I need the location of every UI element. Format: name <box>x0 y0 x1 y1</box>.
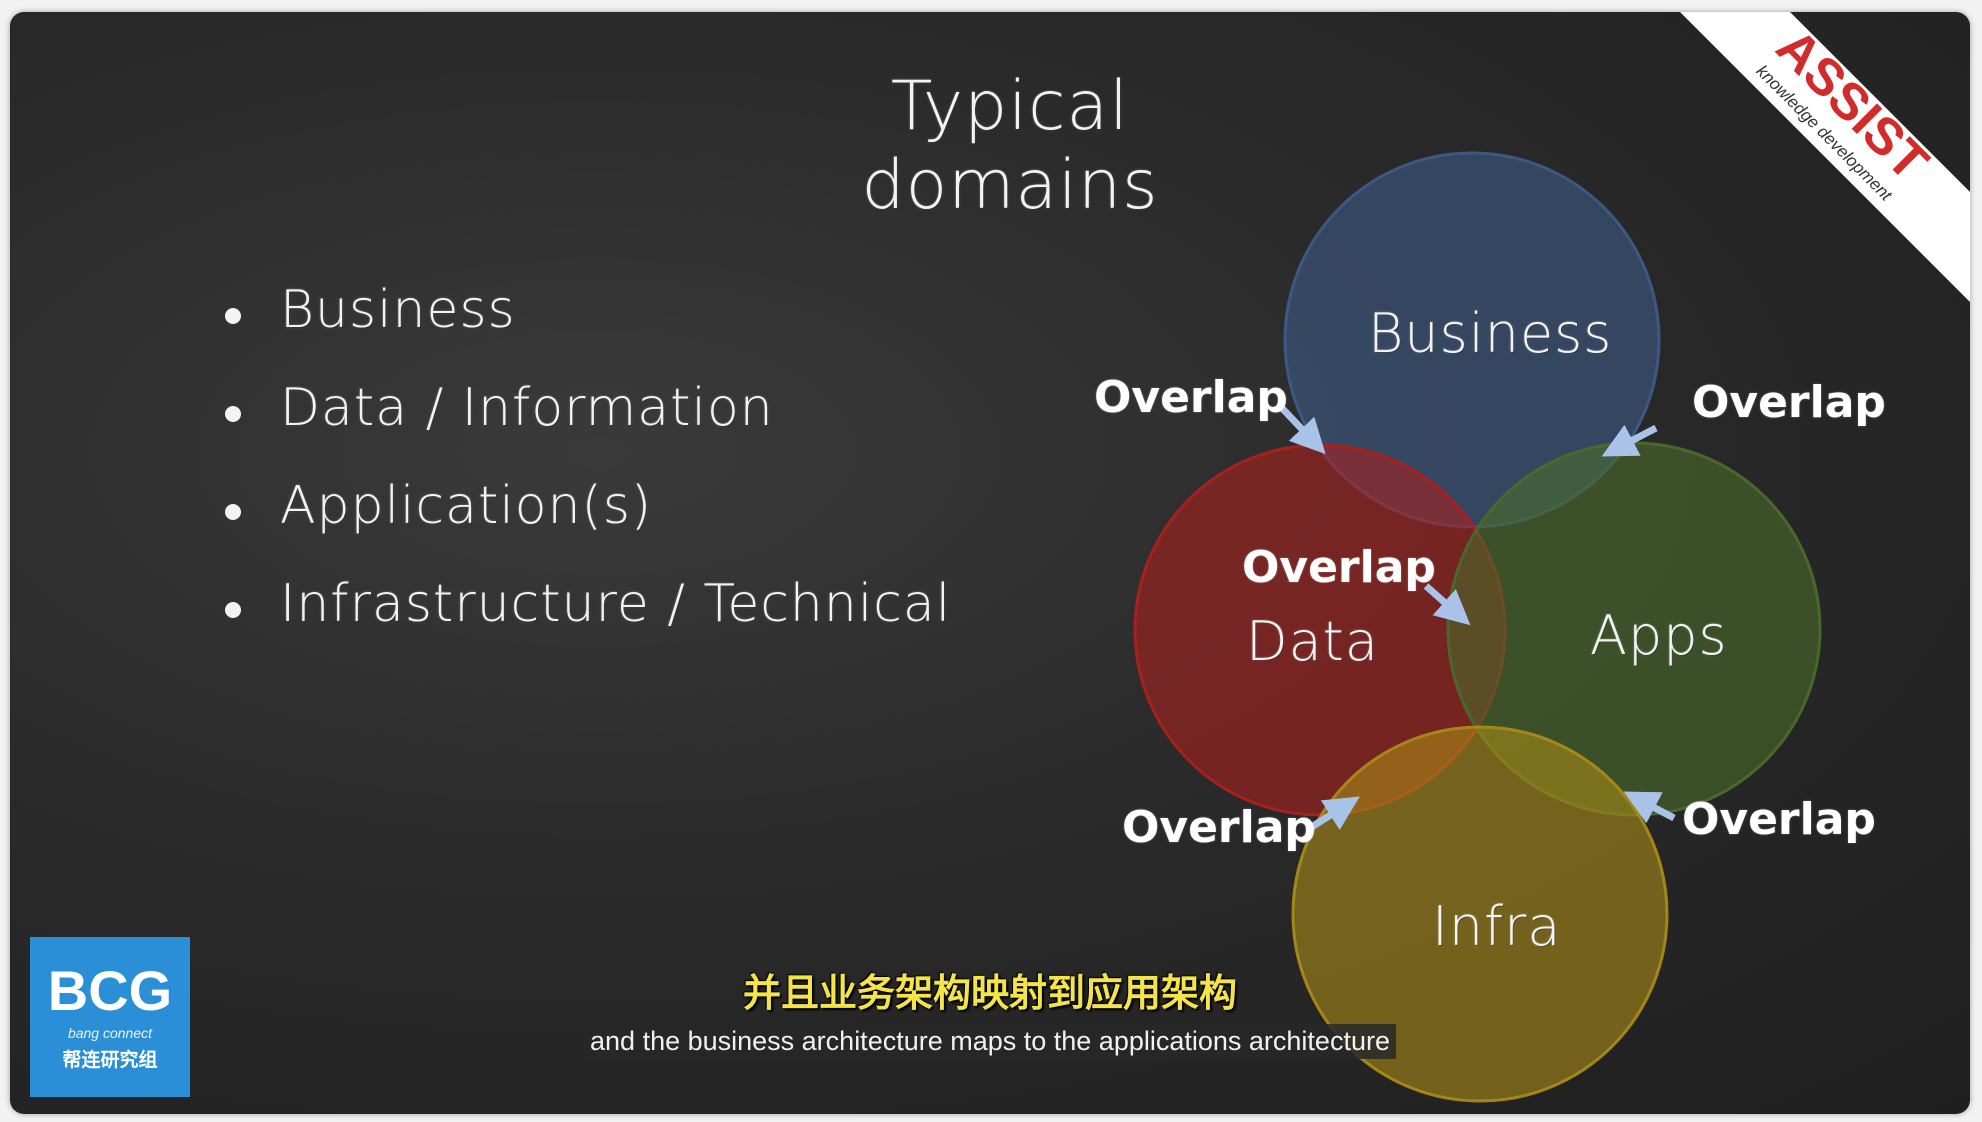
chalkboard-slide: Typical domains Business Data / Informat… <box>10 12 1970 1114</box>
overlap-arrow-data-apps <box>1423 583 1471 626</box>
overlap-label-data-apps: Overlap <box>1242 542 1436 593</box>
domain-bullet-list: Business Data / Information Application(… <box>215 280 951 672</box>
slide-title: Typical domains <box>861 67 1159 225</box>
bullet-dot <box>225 308 241 324</box>
subtitle-chinese: 并且业务架构映射到应用架构 <box>742 971 1237 1015</box>
apps-circle-label: Apps <box>1590 604 1728 667</box>
overlap-label-business-data: Overlap <box>1094 372 1288 423</box>
bullet-item: Infrastructure / Technical <box>215 574 951 672</box>
business-circle-label: Business <box>1368 302 1613 365</box>
subtitle-english-wrap: and the business architecture maps to th… <box>10 1024 1970 1059</box>
bullet-text: Application(s) <box>280 476 653 536</box>
overlap-label-data-infra: Overlap <box>1122 802 1316 853</box>
overlap-arrow-apps-infra <box>1623 791 1676 824</box>
infra-circle-label: Infra <box>1432 895 1562 958</box>
bullet-dot <box>225 602 241 618</box>
infra-circle <box>1291 725 1669 1103</box>
overlap-label-apps-infra: Overlap <box>1682 794 1876 845</box>
assist-ribbon-icon: ASSIST knowledge development <box>1680 12 1970 302</box>
bullet-text: Business <box>280 280 516 340</box>
bcg-logo-cn: 帮连研究组 <box>62 1049 158 1071</box>
subtitle-english: and the business architecture maps to th… <box>584 1024 1396 1059</box>
overlap-arrow-data-infra <box>1308 796 1360 831</box>
bullet-item: Business <box>215 280 951 378</box>
bullet-dot <box>225 406 241 422</box>
bcg-logo-sub: bang connect <box>67 1025 153 1041</box>
bullet-text: Data / Information <box>280 378 774 438</box>
bullet-item: Application(s) <box>215 476 951 574</box>
domain-venn-diagram <box>1133 151 1822 1103</box>
bcg-logo-brand: BCG <box>47 959 173 1022</box>
overlap-label-business-apps: Overlap <box>1692 377 1886 428</box>
overlap-arrow-business-apps <box>1601 424 1658 457</box>
data-circle-label: Data <box>1246 610 1379 673</box>
bullet-dot <box>225 504 241 520</box>
bullet-text: Infrastructure / Technical <box>280 574 952 634</box>
bcg-logo: BCG bang connect 帮连研究组 <box>30 937 190 1097</box>
bullet-item: Data / Information <box>215 378 951 476</box>
assist-watermark: ASSIST knowledge development <box>1670 12 1970 312</box>
overlap-arrow-business-data <box>1277 403 1326 455</box>
